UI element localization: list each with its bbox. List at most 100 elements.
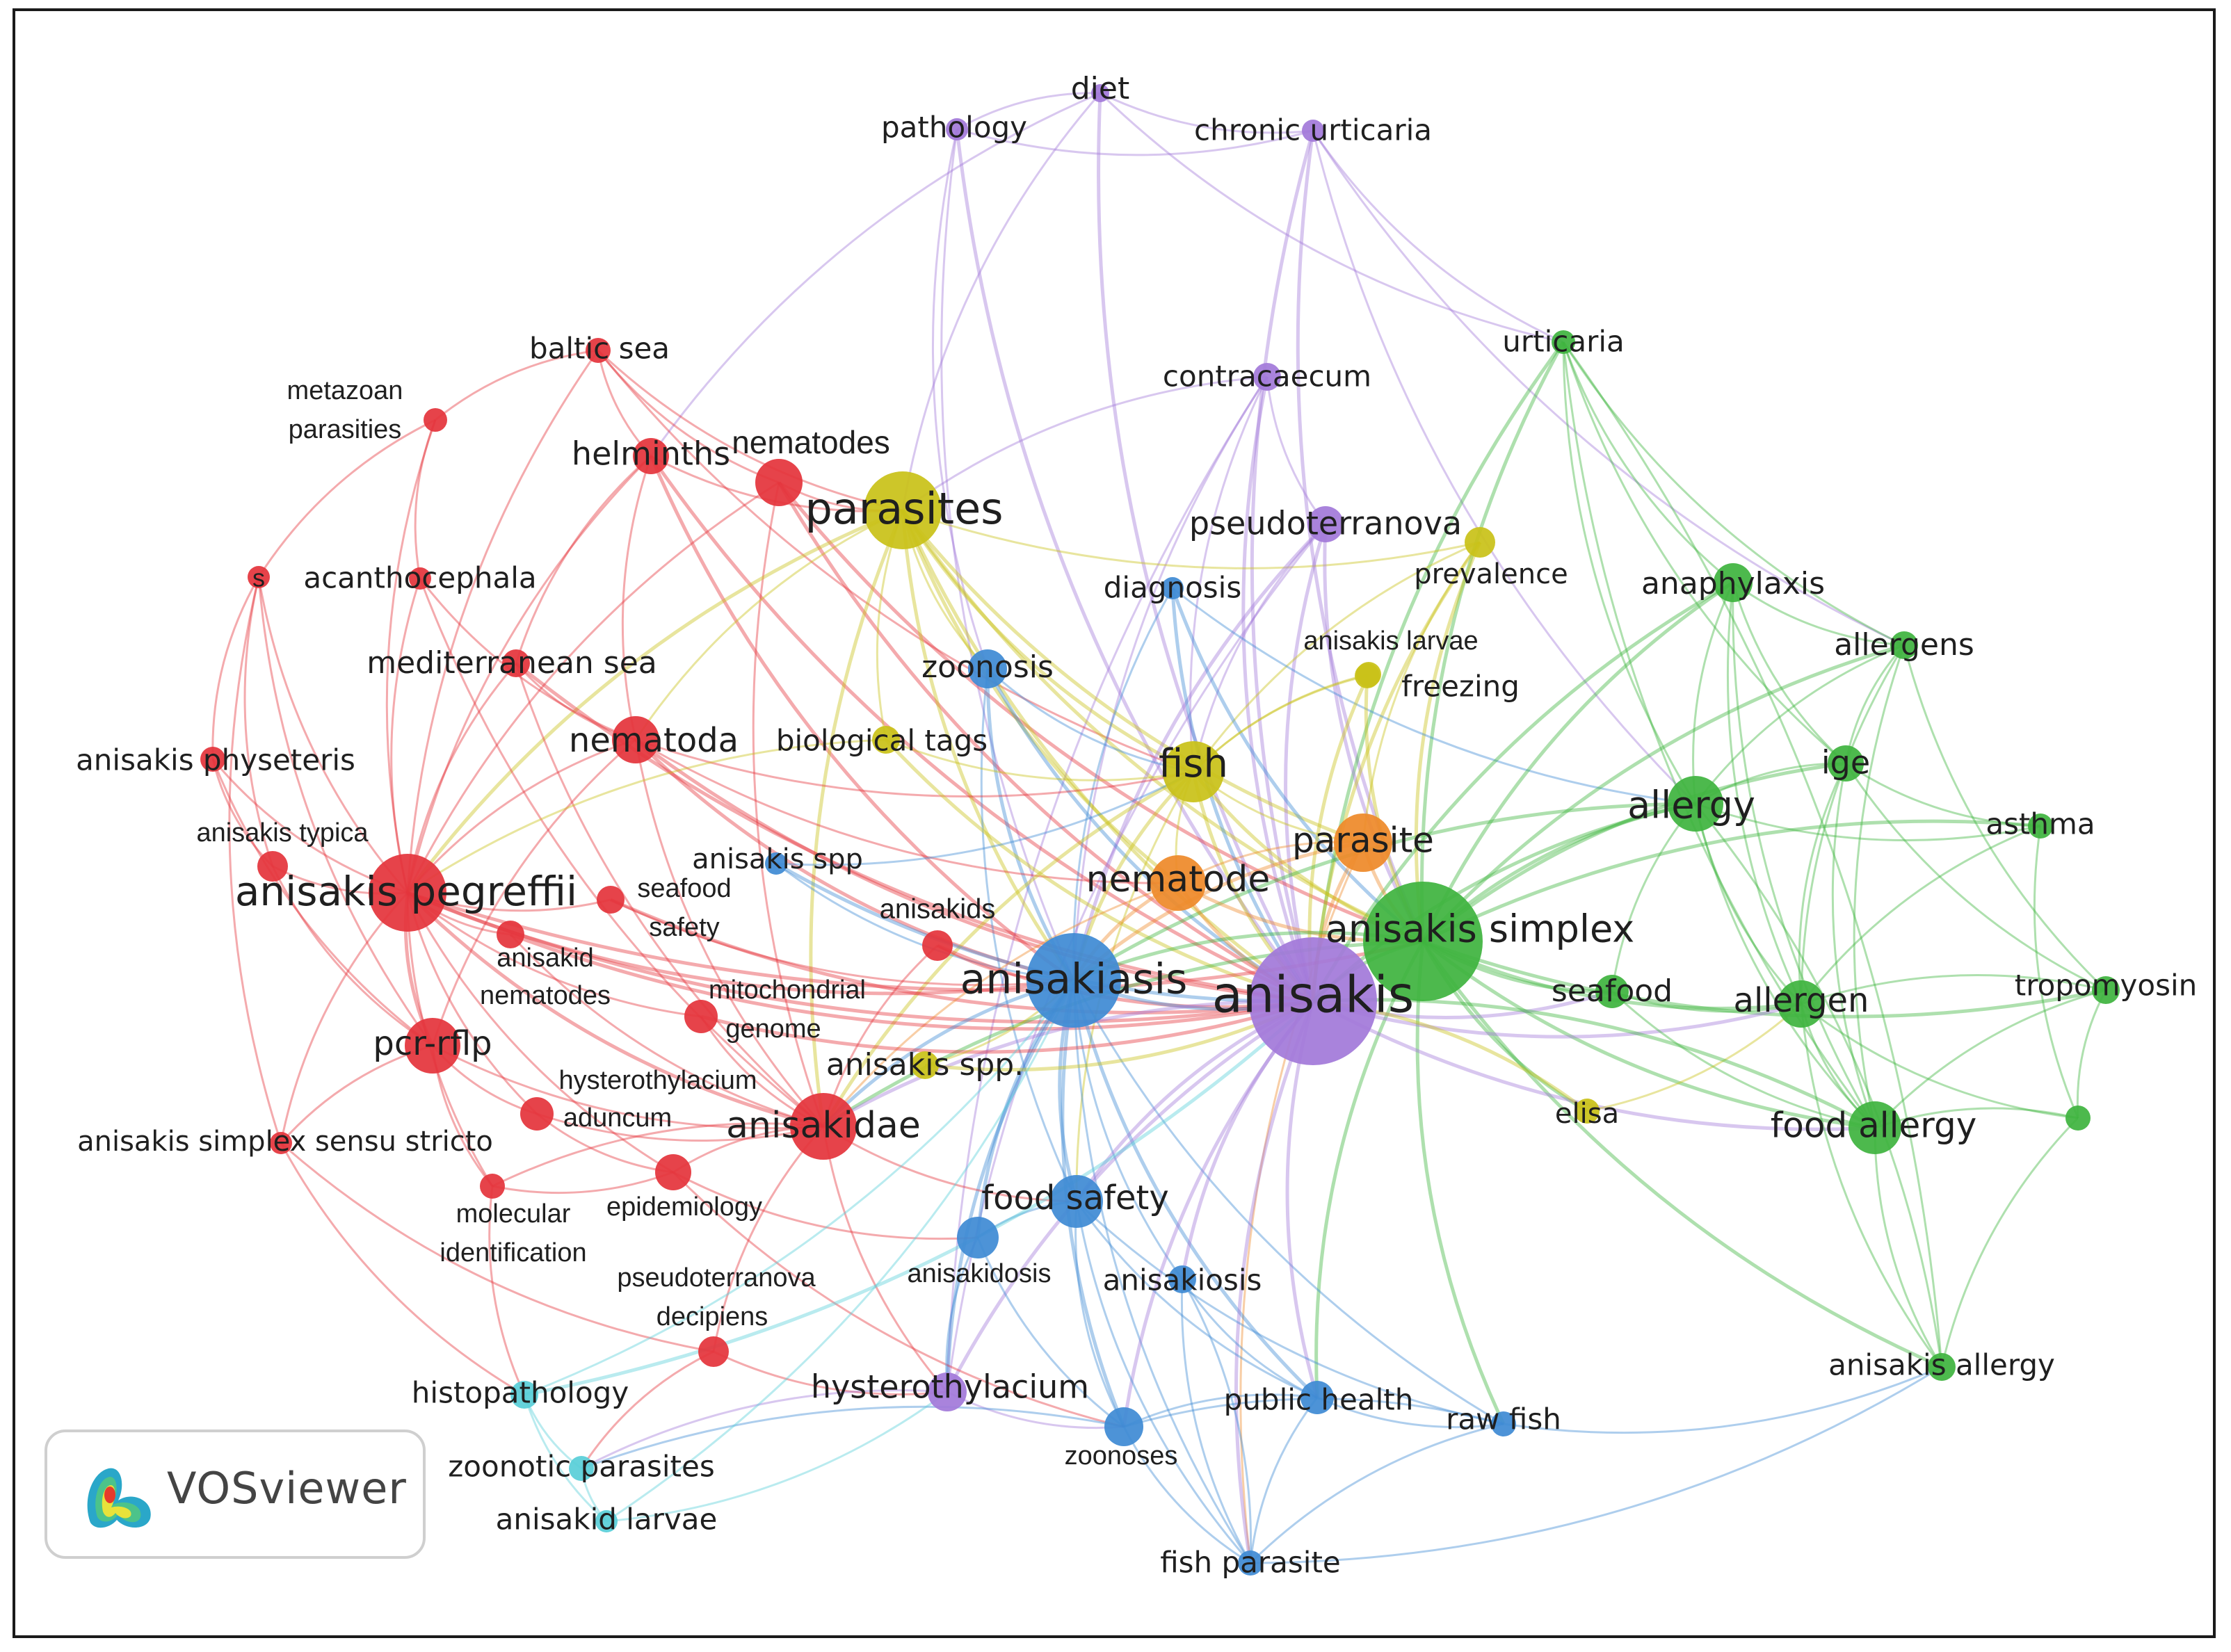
label-food-safety: food safety — [981, 1179, 1168, 1217]
node-elisa[interactable] — [1574, 1099, 1600, 1124]
edge-parasites-anisakidae — [809, 510, 905, 1127]
node-metazoan[interactable] — [424, 408, 447, 432]
edge-epidemiology-zoonoses — [672, 1171, 1125, 1428]
edge-nematoda-pcr_rflp — [431, 738, 636, 1046]
node-anisakidosis[interactable] — [957, 1217, 999, 1258]
node-diagnosis[interactable] — [1161, 577, 1184, 599]
node-hysterothylacium-aduncum[interactable] — [520, 1097, 554, 1131]
edge-parasites-nematode — [901, 510, 1179, 884]
node-urticaria[interactable] — [1552, 330, 1575, 354]
edge-food_allergy-anisakis_allergy — [1874, 1127, 1943, 1368]
node-nematoda[interactable] — [612, 716, 659, 763]
label-diet: diet — [1071, 71, 1129, 106]
edge-allergen-anisakis_allergy — [1800, 1003, 1943, 1368]
node-molecular-identification[interactable] — [480, 1174, 505, 1199]
node-anisakis-spp[interactable] — [765, 852, 787, 875]
node-baltic-sea[interactable] — [586, 338, 611, 363]
node-anisakis-physeteris[interactable] — [200, 747, 225, 772]
node-simplex-sensu-stricto[interactable] — [270, 1132, 292, 1154]
node-anisakis-pegreffii[interactable] — [369, 854, 446, 932]
node-anisakiasis[interactable] — [1026, 933, 1121, 1028]
node-pcr-rflp[interactable] — [405, 1018, 460, 1074]
node-zoonosis[interactable] — [968, 649, 1007, 688]
node-nematodes[interactable] — [755, 459, 803, 506]
node-fish-parasite[interactable] — [1238, 1550, 1263, 1576]
edge-helminths-anisakis — [649, 455, 1314, 1003]
edge-pseudoterranova-anisakiasis — [1072, 523, 1327, 981]
node-pathology[interactable] — [946, 118, 968, 140]
node-food-safety[interactable] — [1050, 1175, 1103, 1228]
edge-fish_parasite-anisakis_allergy — [1250, 1366, 1942, 1564]
label-allergens: allergens — [1834, 627, 1974, 663]
node-tropomyosin[interactable] — [2092, 976, 2120, 1004]
node-green-dot[interactable] — [2065, 1106, 2091, 1131]
label-anisakis-spp: anisakis spp — [692, 843, 863, 875]
node-anisakids[interactable] — [922, 930, 953, 961]
edge-seafood-food_allergy — [1611, 990, 1876, 1129]
edge-parasites-anisakis — [901, 509, 1314, 1003]
node-acanthocephala[interactable] — [409, 567, 431, 590]
node-mitochondrial-genome[interactable] — [684, 1000, 718, 1033]
node-anaphylaxis[interactable] — [1714, 563, 1753, 602]
node-zoonoses[interactable] — [1104, 1407, 1143, 1446]
node-ige[interactable] — [1828, 745, 1864, 782]
node-anisakiosis[interactable] — [1168, 1265, 1196, 1293]
vosviewer-heatmap-icon — [87, 1468, 151, 1528]
node-allergens[interactable] — [1890, 631, 1918, 659]
node-mediterranean-sea[interactable] — [502, 649, 530, 677]
node-food-allergy[interactable] — [1849, 1101, 1901, 1154]
edge-anisakidosis-zoonoses — [976, 1237, 1125, 1428]
label-nematodes: nematodes — [732, 424, 890, 460]
edge-anisakis_simplex-raw_fish — [1415, 941, 1506, 1425]
edge-allergy-asthma — [1695, 802, 2041, 842]
edge-zoonosis-food_safety — [980, 668, 1078, 1202]
node-freezing[interactable] — [1355, 663, 1380, 688]
node-s[interactable] — [248, 566, 270, 588]
edge-anisakis_simplex-tropomyosin — [1422, 939, 2107, 1019]
node-anisakis-simplex[interactable] — [1363, 882, 1483, 1001]
node-pseudoterranova-decipiens[interactable] — [698, 1336, 729, 1367]
node-anisakis-spp-dot[interactable] — [911, 1051, 939, 1079]
node-asthma[interactable] — [2028, 813, 2053, 839]
node-parasite[interactable] — [1334, 813, 1392, 872]
node-zoonotic-parasites[interactable] — [569, 1456, 594, 1481]
node-fish[interactable] — [1163, 741, 1224, 802]
node-public-health[interactable] — [1300, 1381, 1334, 1414]
node-anisakis-allergy[interactable] — [1928, 1353, 1956, 1381]
label-allergy: allergy — [1627, 784, 1755, 827]
node-diet[interactable] — [1091, 84, 1109, 102]
node-allergy[interactable] — [1668, 776, 1723, 832]
node-anisakid-nematodes[interactable] — [497, 921, 524, 948]
node-raw-fish[interactable] — [1491, 1411, 1516, 1436]
node-anisakis-typica[interactable] — [257, 851, 288, 882]
node-anisakis[interactable] — [1249, 937, 1377, 1065]
edge-anisakidae-molecular_identification — [492, 1122, 824, 1188]
node-pseudoterranova[interactable] — [1307, 506, 1344, 542]
node-histopathology[interactable] — [510, 1381, 538, 1409]
node-seafood-safety[interactable] — [597, 886, 625, 914]
node-prevalence[interactable] — [1465, 527, 1495, 558]
label-anisakidosis: anisakidosis — [908, 1259, 1052, 1288]
label-anisakis-spp-dot: anisakis spp. — [826, 1047, 1024, 1083]
label-pseudoterranova-decipiens-line2: decipiens — [657, 1302, 768, 1331]
label-anisakids: anisakids — [880, 894, 996, 925]
node-contracaecum[interactable] — [1253, 363, 1281, 391]
edge-anisakiasis-public_health — [1072, 980, 1319, 1399]
edge-anisakis_allergy-urticaria — [1562, 341, 1943, 1368]
edge-anisakid_nematodes-anisakidae — [509, 933, 824, 1128]
node-helminths[interactable] — [633, 438, 669, 474]
node-biological-tags[interactable] — [872, 726, 900, 754]
edge-green_dot-food_allergy — [1874, 1107, 2079, 1129]
node-hysterothylacium[interactable] — [928, 1372, 967, 1411]
label-chronic-urticaria: chronic urticaria — [1194, 113, 1432, 147]
node-nematode[interactable] — [1150, 855, 1206, 911]
node-anisakidae[interactable] — [790, 1093, 857, 1160]
node-chronic-urticaria[interactable] — [1302, 120, 1324, 142]
label-diagnosis: diagnosis — [1104, 571, 1241, 605]
node-seafood[interactable] — [1595, 975, 1629, 1008]
node-epidemiology[interactable] — [655, 1154, 691, 1190]
label-hysterothylacium-aduncum-line2: aduncum — [563, 1103, 672, 1133]
node-allergen[interactable] — [1778, 980, 1825, 1028]
node-parasites[interactable] — [864, 471, 942, 549]
node-anisakid-larvae[interactable] — [595, 1510, 618, 1532]
